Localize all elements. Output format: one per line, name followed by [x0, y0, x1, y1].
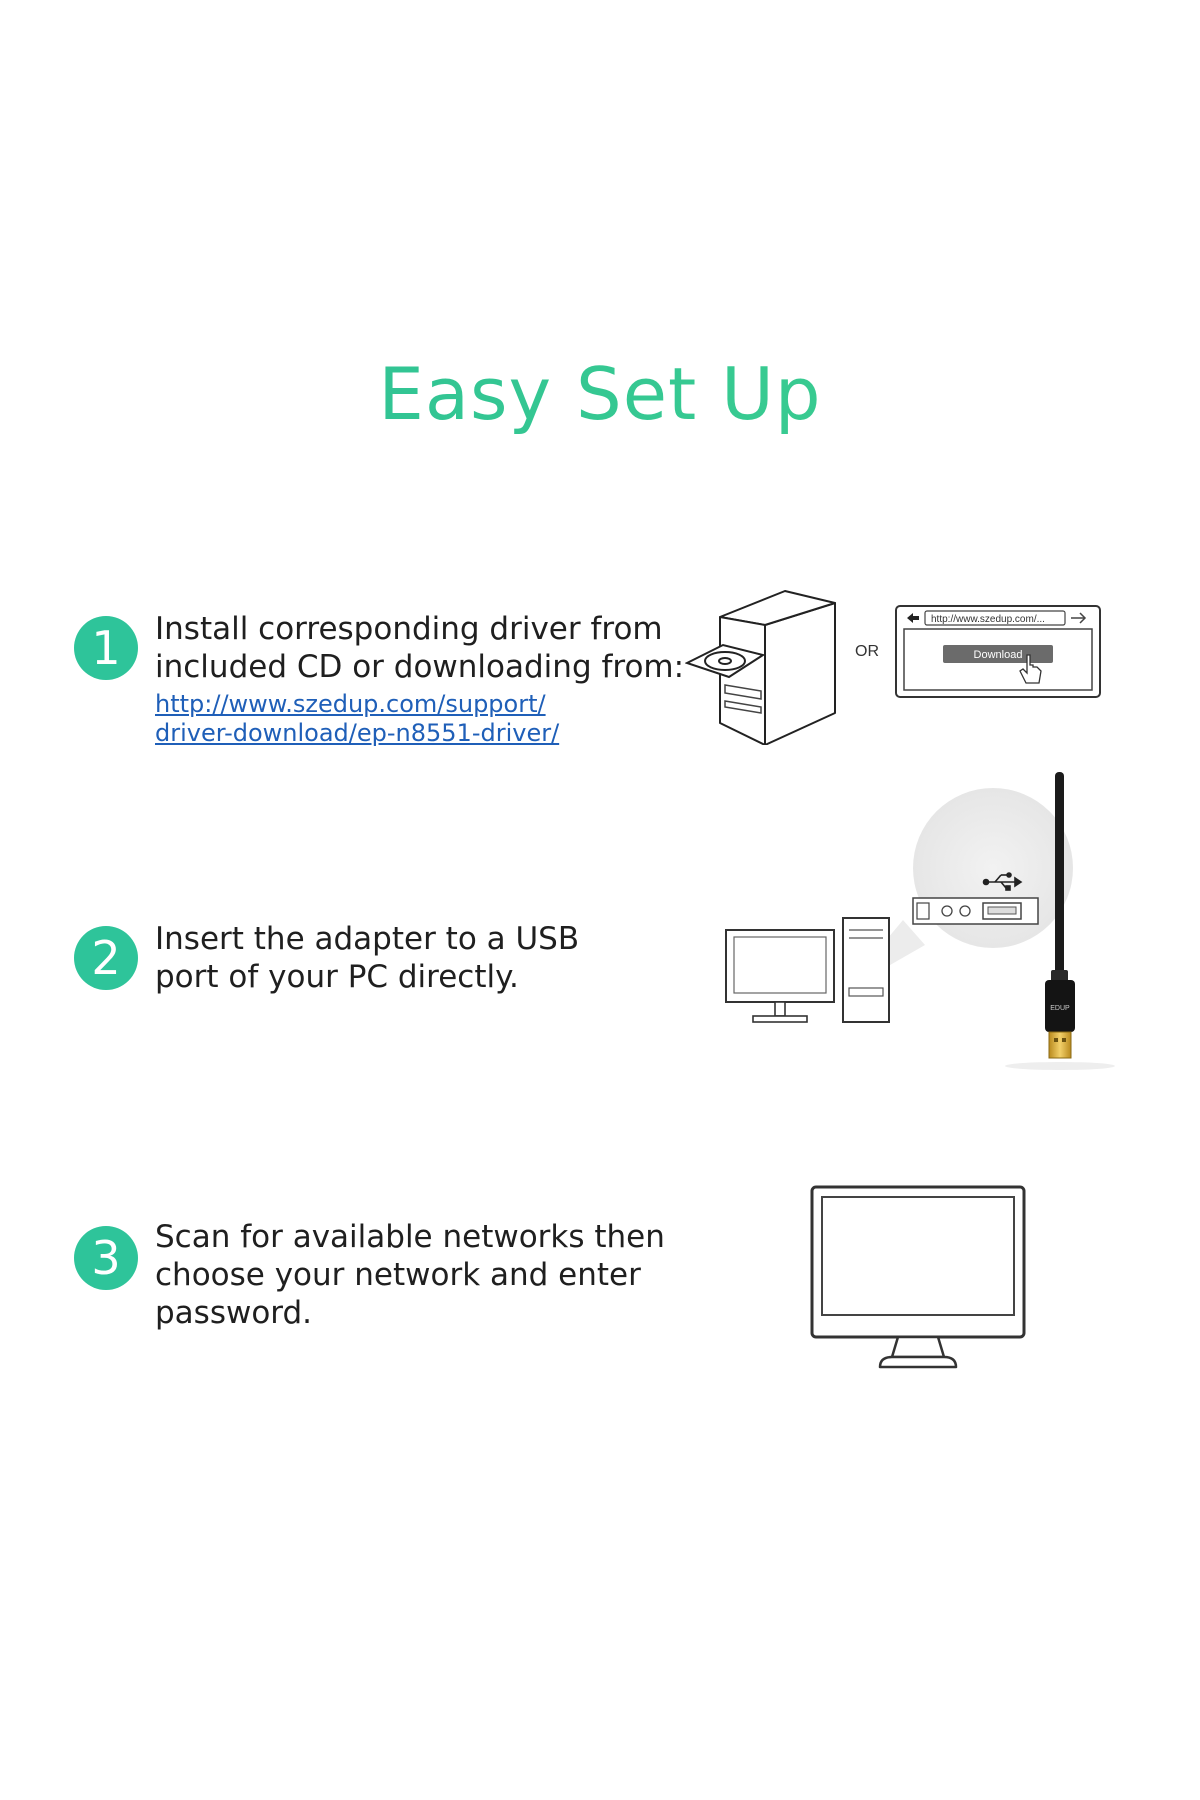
- download-button-label: Download: [974, 649, 1023, 661]
- browser-url: http://www.szedup.com/...: [931, 614, 1045, 625]
- step-1-badge: 1: [74, 616, 138, 680]
- page-title: Easy Set Up: [0, 352, 1200, 436]
- monitor-icon: [810, 1185, 1026, 1369]
- step-3-text: Scan for available networks then choose …: [155, 1218, 665, 1332]
- driver-download-link[interactable]: http://www.szedup.com/support/ driver-do…: [155, 690, 559, 748]
- step-2-badge: 2: [74, 926, 138, 990]
- pc-tower-cd-icon: [685, 590, 836, 745]
- usb-symbol-icon: [982, 872, 1023, 891]
- step-2-line-2: port of your PC directly.: [155, 959, 519, 995]
- desktop-pc-icon: EDUP: [725, 772, 1115, 1070]
- step-1-line-1: Install corresponding driver from: [155, 611, 663, 647]
- step-3-line-2: choose your network and enter: [155, 1257, 641, 1293]
- cursor-hand-icon: [1019, 654, 1042, 684]
- browser-window-icon: http://www.szedup.com/... Download: [895, 605, 1101, 698]
- step-3-badge: 3: [74, 1226, 138, 1290]
- driver-download-link-line-2: driver-download/ep-n8551-driver/: [155, 719, 560, 747]
- step-1-text: Install corresponding driver from includ…: [155, 610, 684, 686]
- driver-download-link-line-1: http://www.szedup.com/support/: [155, 690, 546, 718]
- or-label: OR: [855, 643, 879, 660]
- adapter-brand: EDUP: [1050, 1005, 1070, 1012]
- step-2-text: Insert the adapter to a USB port of your…: [155, 920, 579, 996]
- step-3-line-1: Scan for available networks then: [155, 1219, 665, 1255]
- step-2-line-1: Insert the adapter to a USB: [155, 921, 580, 957]
- step-1-line-2: included CD or downloading from:: [155, 649, 685, 685]
- usb-adapter-icon: EDUP: [1005, 772, 1115, 1070]
- step-3-line-3: password.: [155, 1295, 313, 1331]
